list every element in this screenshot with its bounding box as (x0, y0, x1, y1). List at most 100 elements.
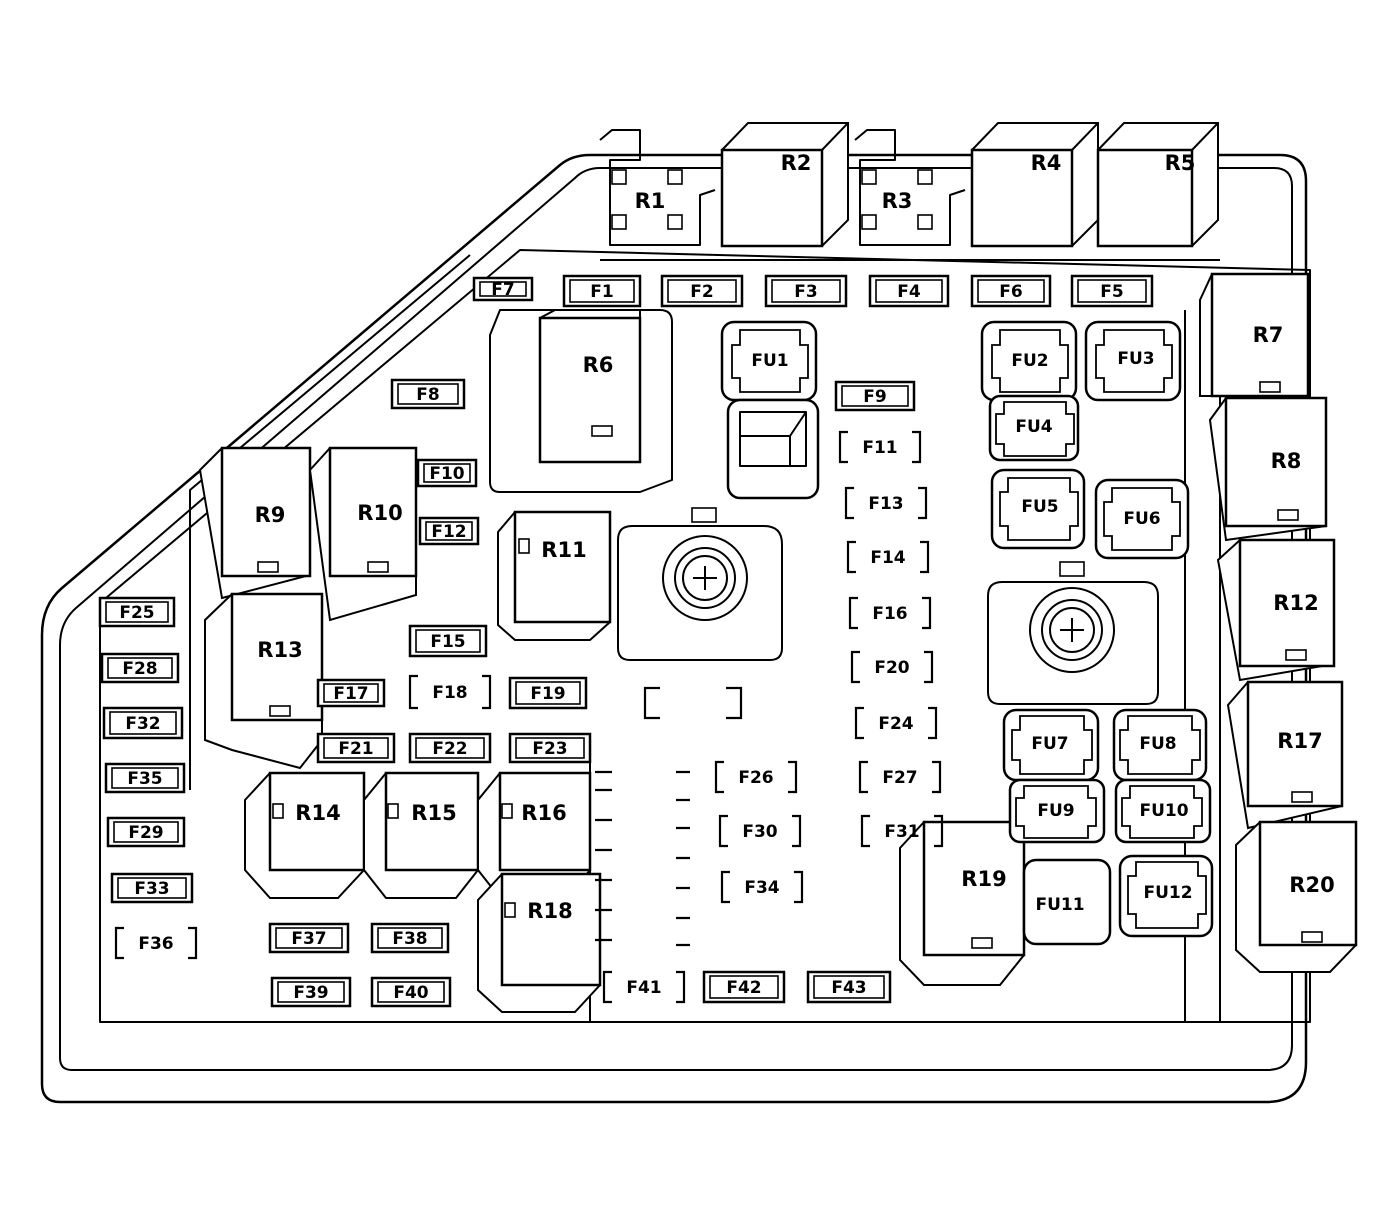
fuse-f24[interactable]: F24 (854, 706, 938, 740)
relay-r20[interactable]: R20 (1235, 820, 1358, 973)
fuse-slot-bracket (858, 760, 942, 794)
relay-r6[interactable]: R6 (489, 309, 673, 493)
fusible-link-fu4[interactable]: FU4 (988, 394, 1080, 462)
fuse-label-f9: F9 (863, 387, 886, 407)
relay-r5[interactable]: R5 (1096, 122, 1219, 248)
fusible-link-label-fu6: FU6 (1123, 509, 1160, 529)
fuse-f21[interactable]: F21 (316, 732, 396, 764)
fuse-f38[interactable]: F38 (370, 922, 450, 954)
relay-label-r1: R1 (635, 189, 666, 213)
fuse-f14[interactable]: F14 (846, 540, 930, 574)
relay-label-r19: R19 (961, 867, 1006, 891)
fuse-f5[interactable]: F5 (1070, 274, 1154, 308)
fuse-f27[interactable]: F27 (858, 760, 942, 794)
fuse-f11[interactable]: F11 (838, 430, 922, 464)
fusible-link-fu1[interactable]: FU1 (720, 320, 818, 402)
fuse-f31[interactable]: F31 (860, 814, 944, 848)
fuse-f23[interactable]: F23 (508, 732, 592, 764)
fuse-f26[interactable]: F26 (714, 760, 798, 794)
fusible-link-fu5[interactable]: FU5 (990, 468, 1086, 550)
fuse-f42[interactable]: F42 (702, 970, 786, 1004)
relay-r8[interactable]: R8 (1208, 396, 1328, 542)
fuse-label-plate (813, 975, 885, 999)
fuse-slot-bracket (114, 926, 198, 960)
fuse-f2[interactable]: F2 (660, 274, 744, 308)
relay-r7[interactable]: R7 (1199, 272, 1310, 398)
fuse-slot-bracket (850, 650, 934, 684)
fuse-label-f12: F12 (431, 522, 466, 542)
fuse-label-f36: F36 (138, 934, 173, 954)
relay-r17[interactable]: R17 (1226, 680, 1344, 830)
relay-r19[interactable]: R19 (899, 820, 1026, 986)
fusible-link-fu3[interactable]: FU3 (1084, 320, 1182, 402)
fuse-f7[interactable]: F7 (472, 276, 534, 302)
fuse-f17[interactable]: F17 (316, 678, 386, 708)
relay-socket-r1[interactable]: R1 (599, 129, 716, 246)
relay-r9[interactable]: R9 (198, 446, 312, 600)
fuse-f34[interactable]: F34 (720, 870, 804, 904)
relay-label-r13: R13 (257, 638, 302, 662)
fuse-f4[interactable]: F4 (868, 274, 950, 308)
fuse-f28[interactable]: F28 (100, 652, 180, 684)
fuse-f22[interactable]: F22 (408, 732, 492, 764)
fuse-f16[interactable]: F16 (848, 596, 932, 630)
relay-r4[interactable]: R4 (970, 122, 1099, 248)
relay-r18[interactable]: R18 (477, 872, 602, 1013)
fuse-label-f18: F18 (432, 683, 467, 703)
fuse-f33[interactable]: F33 (110, 872, 194, 904)
fuse-f3[interactable]: F3 (764, 274, 848, 308)
fuse-label-plate (397, 383, 459, 405)
fuse-label-f35: F35 (127, 769, 162, 789)
fuse-label-f37: F37 (291, 929, 326, 949)
fusible-link-fu12[interactable]: FU12 (1118, 854, 1214, 938)
fuse-f40[interactable]: F40 (370, 976, 452, 1008)
relay-label-r16: R16 (521, 801, 566, 825)
fusible-link-fu8[interactable]: FU8 (1112, 708, 1208, 782)
relay-r2[interactable]: R2 (720, 122, 849, 248)
fusible-link-fu10[interactable]: FU10 (1114, 778, 1212, 844)
fuse-f12[interactable]: F12 (418, 516, 480, 546)
relay-r13[interactable]: R13 (204, 592, 324, 770)
fusible-link-fu7[interactable]: FU7 (1002, 708, 1100, 782)
relay-label-r18: R18 (527, 899, 572, 923)
fuse-label-plate (515, 681, 581, 705)
fuse-f30[interactable]: F30 (718, 814, 802, 848)
relay-r15[interactable]: R15 (363, 771, 480, 899)
fuse-f39[interactable]: F39 (270, 976, 352, 1008)
fuse-f8[interactable]: F8 (390, 378, 466, 410)
fusible-link-fu11[interactable]: FU11 (1022, 858, 1112, 946)
fuse-f35[interactable]: F35 (104, 762, 186, 794)
fusible-link-fu9[interactable]: FU9 (1008, 778, 1106, 844)
fuse-f20[interactable]: F20 (850, 650, 934, 684)
relay-r12[interactable]: R12 (1216, 538, 1336, 682)
relay-label-r14: R14 (295, 801, 340, 825)
relay-r16[interactable]: R16 (477, 771, 592, 899)
fuse-f41[interactable]: F41 (602, 970, 686, 1004)
fuse-f10[interactable]: F10 (416, 458, 478, 488)
fuse-f37[interactable]: F37 (268, 922, 350, 954)
relay-group: R1 R2 R3 R4 R5 (198, 122, 1358, 1013)
fusible-link-fu2[interactable]: FU2 (980, 320, 1078, 402)
fuse-f1[interactable]: F1 (562, 274, 642, 308)
fusible-link-label-fu12: FU12 (1143, 883, 1192, 903)
fuse-f29[interactable]: F29 (106, 816, 186, 848)
relay-r14[interactable]: R14 (244, 771, 366, 899)
fuse-f25[interactable]: F25 (98, 596, 176, 628)
relay-r11[interactable]: R11 (497, 510, 612, 641)
fuse-label-f41: F41 (626, 978, 661, 998)
fuse-f32[interactable]: F32 (102, 706, 184, 740)
fuse-f13[interactable]: F13 (844, 486, 928, 520)
fuse-label-plate (569, 279, 635, 303)
fuse-f43[interactable]: F43 (806, 970, 892, 1004)
relay-r10[interactable]: R10 (308, 446, 418, 622)
fuse-f6[interactable]: F6 (970, 274, 1052, 308)
fuse-f9[interactable]: F9 (834, 380, 916, 412)
fuse-f18[interactable]: F18 (408, 674, 492, 710)
fusible-link-fu6[interactable]: FU6 (1094, 478, 1190, 560)
fuse-slot-bracket (846, 540, 930, 574)
fuse-f19[interactable]: F19 (508, 676, 588, 710)
relay-socket-r3[interactable]: R3 (854, 129, 966, 246)
fuse-label-f40: F40 (393, 983, 428, 1003)
fuse-f36[interactable]: F36 (114, 926, 198, 960)
fuse-f15[interactable]: F15 (408, 624, 488, 658)
